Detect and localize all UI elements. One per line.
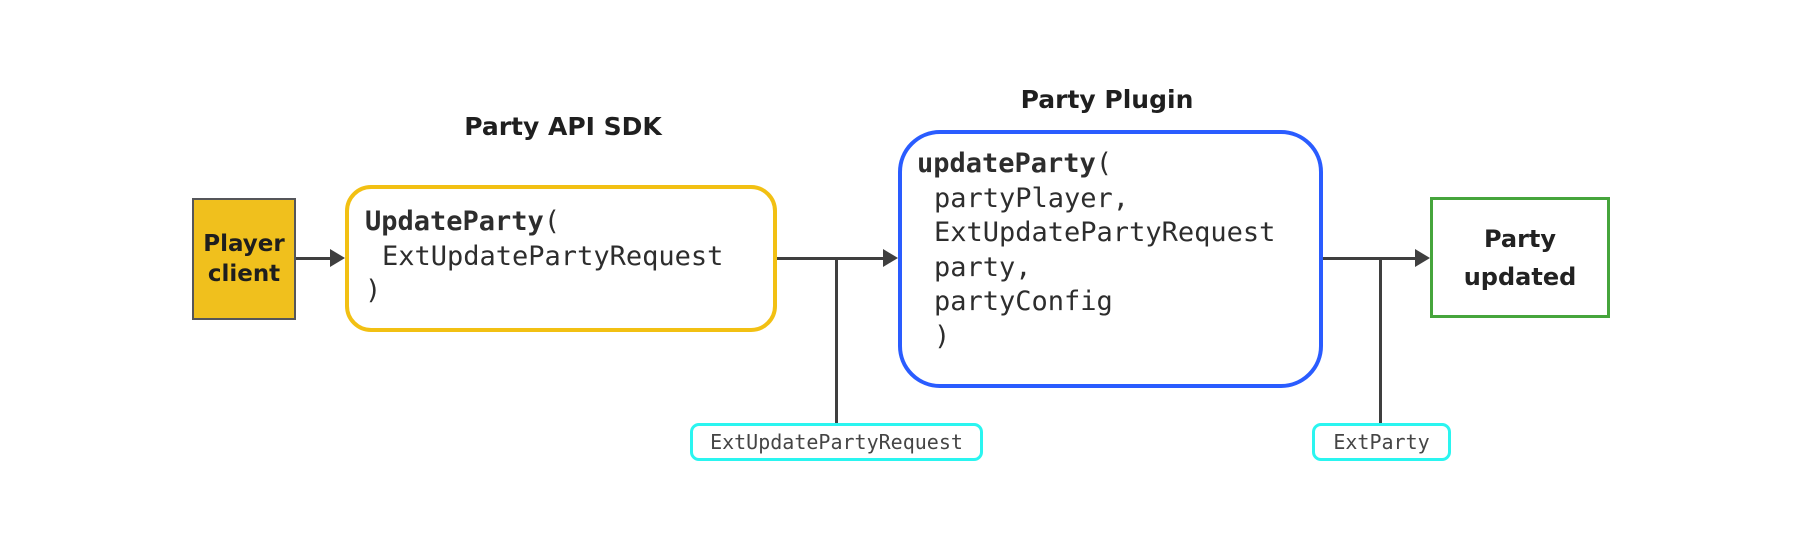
plugin-code-param: ExtUpdatePartyRequest	[934, 217, 1276, 248]
party-plugin-title: Party Plugin	[1020, 85, 1194, 114]
arrow-sdk-to-plugin	[777, 256, 885, 260]
tag-ext-party: ExtParty	[1312, 423, 1451, 461]
party-api-sdk-title: Party API SDK	[464, 112, 662, 141]
arrowhead-into-updated-icon	[1415, 249, 1430, 267]
arrow-player-to-sdk	[296, 256, 333, 260]
node-player-client: Player client	[192, 198, 296, 320]
party-updated-label-line2: updated	[1463, 262, 1577, 291]
plugin-code-signature: updateParty(	[917, 147, 1319, 182]
arrowhead-into-plugin-icon	[883, 249, 898, 267]
plugin-code-param: party,	[934, 251, 1032, 283]
party-updated-label-line1: Party	[1483, 224, 1557, 253]
sdk-code-param: ExtUpdatePartyRequest	[382, 240, 724, 272]
node-party-updated: Party updated	[1430, 197, 1610, 318]
tag-ext-update-party-request: ExtUpdatePartyRequest	[690, 423, 983, 461]
node-party-plugin: updateParty( partyPlayer, ExtUpdateParty…	[898, 130, 1323, 388]
player-client-label-line2: client	[207, 261, 281, 287]
arrowhead-into-sdk-icon	[330, 249, 345, 267]
plugin-open-paren: (	[1095, 148, 1113, 179]
sdk-function-name: UpdateParty	[365, 206, 544, 237]
plugin-close-paren: )	[934, 320, 951, 352]
connector-to-extparty-tag	[1379, 258, 1382, 423]
arrow-plugin-to-updated	[1323, 256, 1418, 260]
plugin-function-name: updateParty	[917, 148, 1096, 179]
sdk-open-paren: (	[543, 206, 561, 237]
connector-to-request-tag	[835, 258, 838, 423]
sdk-code-signature: UpdateParty(	[365, 205, 773, 240]
sdk-close-paren: )	[365, 275, 382, 306]
node-party-api-sdk: UpdateParty( ExtUpdatePartyRequest )	[345, 185, 777, 332]
plugin-code-param: partyPlayer,	[934, 182, 1130, 214]
player-client-label-line1: Player	[203, 231, 285, 257]
plugin-code-param: partyConfig	[934, 286, 1113, 317]
